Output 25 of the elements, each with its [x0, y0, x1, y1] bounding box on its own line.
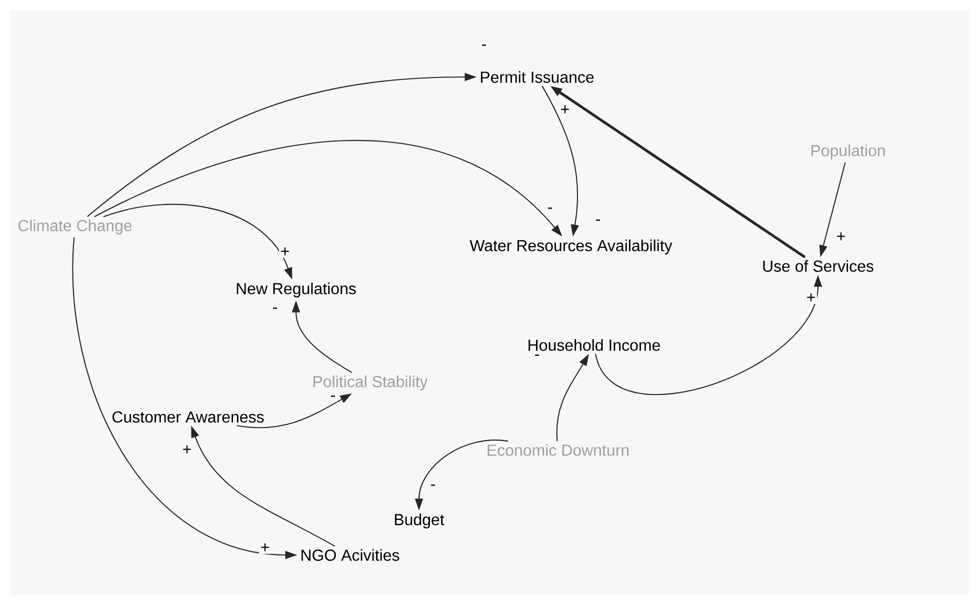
polarity-sign: -	[429, 483, 437, 491]
variable-label: Budget	[394, 514, 444, 528]
variable-label: Customer Awareness	[112, 411, 264, 423]
variable-label: Political Stability	[314, 376, 428, 390]
variable-label: Household Income	[528, 339, 660, 351]
variable-label: NGO Acivities	[302, 549, 400, 561]
polarity-sign: +	[279, 246, 291, 258]
polarity-sign: +	[181, 444, 193, 456]
variable-label: Use of Services	[763, 260, 874, 272]
polarity-sign: +	[259, 542, 271, 554]
polarity-sign: +	[835, 231, 847, 243]
variable-label: Permit Issuance	[480, 71, 594, 83]
variable-label: Population	[812, 144, 885, 160]
polarity-sign: -	[329, 394, 337, 402]
variable-label: New Regulations	[236, 282, 356, 298]
polarity-sign: -	[533, 353, 541, 361]
polarity-sign: -	[480, 43, 488, 51]
polarity-sign: +	[805, 292, 817, 304]
polarity-sign: +	[559, 104, 571, 116]
polarity-sign: -	[594, 218, 602, 226]
variable-label: Water Resources Availability	[470, 240, 672, 254]
variable-label: Economic Downturn	[488, 444, 629, 456]
polarity-sign: -	[546, 206, 554, 214]
polarity-sign: -	[271, 306, 279, 314]
variable-label: Climate Change	[18, 220, 132, 234]
